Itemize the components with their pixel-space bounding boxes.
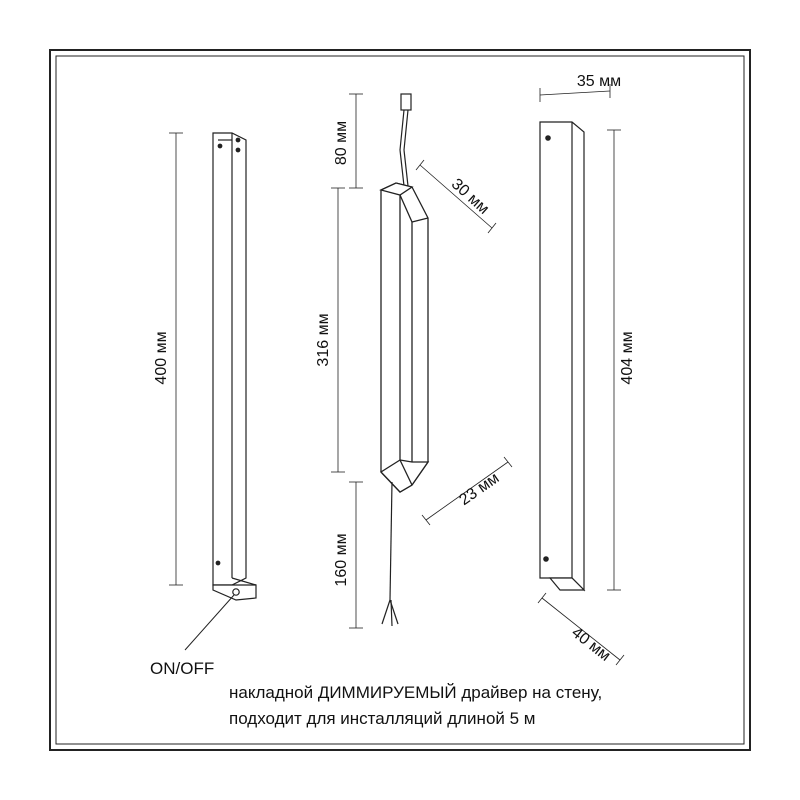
right-depth-label: 40 мм <box>568 624 613 665</box>
bottom-cable <box>381 481 399 627</box>
driver-body <box>379 182 430 493</box>
top-cable-label: 80 мм <box>333 121 350 165</box>
right-height-label: 404 мм <box>619 331 636 384</box>
switch-leader-line <box>184 594 235 651</box>
left-profile <box>212 132 257 601</box>
left-height-dimension <box>169 132 183 586</box>
right-depth-dimension <box>537 592 625 666</box>
bottom-cable-dimension <box>349 481 363 629</box>
bottom-cable-label: 160 мм <box>333 533 350 586</box>
driver-width-dimension <box>415 159 497 234</box>
right-width-label: 35 мм <box>577 73 621 90</box>
outer-frame <box>49 49 751 751</box>
left-height-label: 400 мм <box>153 331 170 384</box>
driver-length-dimension <box>331 187 345 473</box>
right-height-dimension <box>607 129 621 591</box>
description-line-2: подходит для инсталляций длиной 5 м <box>229 709 536 728</box>
top-cable <box>399 93 412 187</box>
inner-frame <box>55 55 745 745</box>
driver-length-label: 316 мм <box>315 313 332 366</box>
driver-width-label: 30 мм <box>448 176 492 218</box>
right-width-dimension <box>539 84 611 102</box>
top-cable-dimension <box>349 93 363 189</box>
driver-depth-label: 23 мм <box>456 470 502 509</box>
right-profile <box>539 121 586 592</box>
switch-label: ON/OFF <box>150 659 215 678</box>
driver-depth-dimension <box>421 456 513 526</box>
description-line-1: накладной ДИММИРУЕМЫЙ драйвер на стену, <box>229 683 603 702</box>
